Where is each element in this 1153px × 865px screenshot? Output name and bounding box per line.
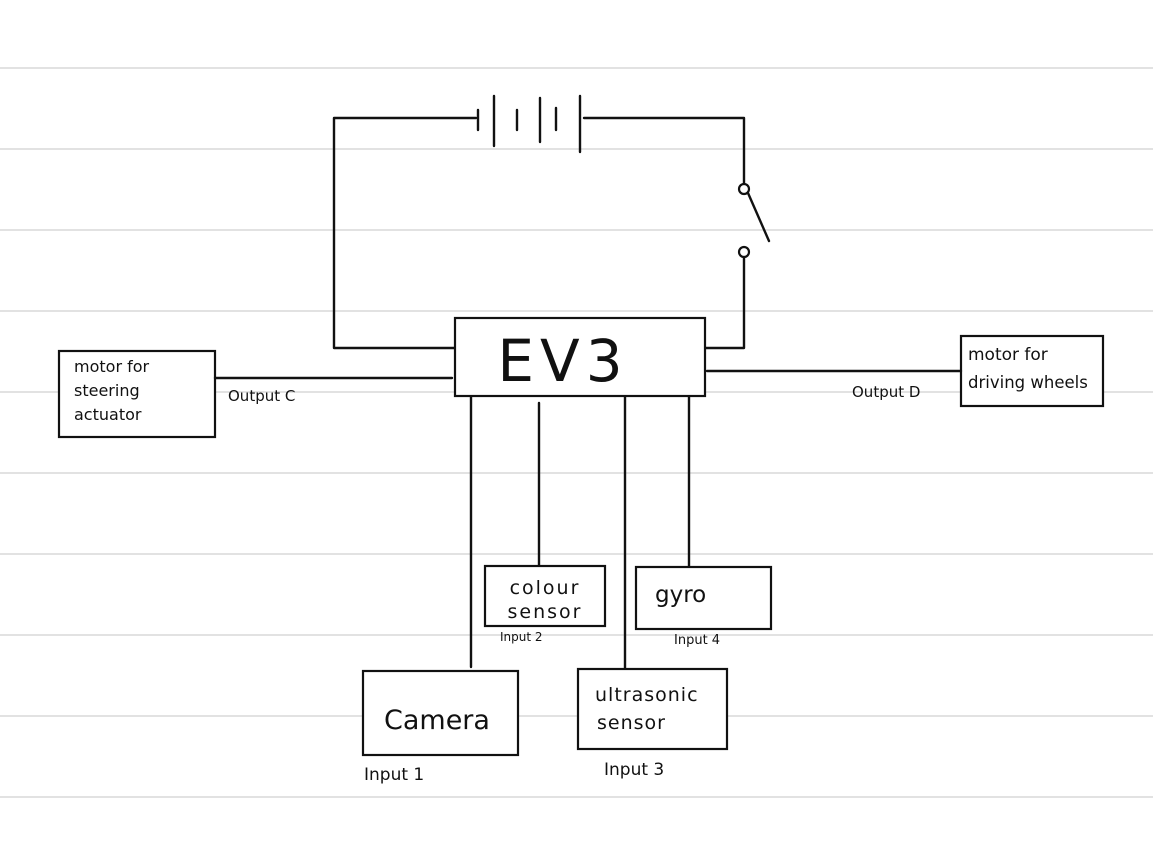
gyro-sensor: gyro [634,565,773,631]
output-c-label: Output C [228,387,295,405]
colour-sensor-label-line-1: colour [510,577,581,599]
steering-motor: motor for steering actuator [57,349,217,439]
drive-motor: motor for driving wheels [959,334,1105,408]
steering-motor-label-line-2: steering [74,381,140,400]
input-3-label: Input 3 [604,760,664,780]
colour-sensor: colour sensor [483,564,607,628]
switch-icon [737,182,771,259]
power-wire-right [704,254,746,350]
camera: Camera [361,669,520,757]
steering-motor-label-line-1: motor for [74,357,150,376]
drive-motor-label-line-2: driving wheels [968,373,1088,392]
input-4-label: Input 4 [674,633,720,648]
power-circuit [332,94,771,350]
power-wire-left [332,116,478,350]
ev3-controller: EV3 [453,316,707,398]
output-d-label: Output D [852,383,920,401]
input-1-label: Input 1 [364,765,424,785]
gyro-label: gyro [655,582,706,608]
input-2-label: Input 2 [500,630,543,644]
drive-motor-label-line-1: motor for [968,345,1048,365]
colour-sensor-label-line-2: sensor [508,601,583,623]
controller-label: EV3 [497,327,628,395]
steering-motor-label-line-3: actuator [74,405,142,424]
ultrasonic-sensor: ultrasonic sensor [576,667,729,751]
battery-icon [476,94,582,154]
ultrasonic-sensor-label-line-2: sensor [597,712,666,734]
ultrasonic-sensor-label-line-1: ultrasonic [595,684,699,706]
power-wire-top-right [582,116,746,186]
camera-label: Camera [384,705,490,736]
